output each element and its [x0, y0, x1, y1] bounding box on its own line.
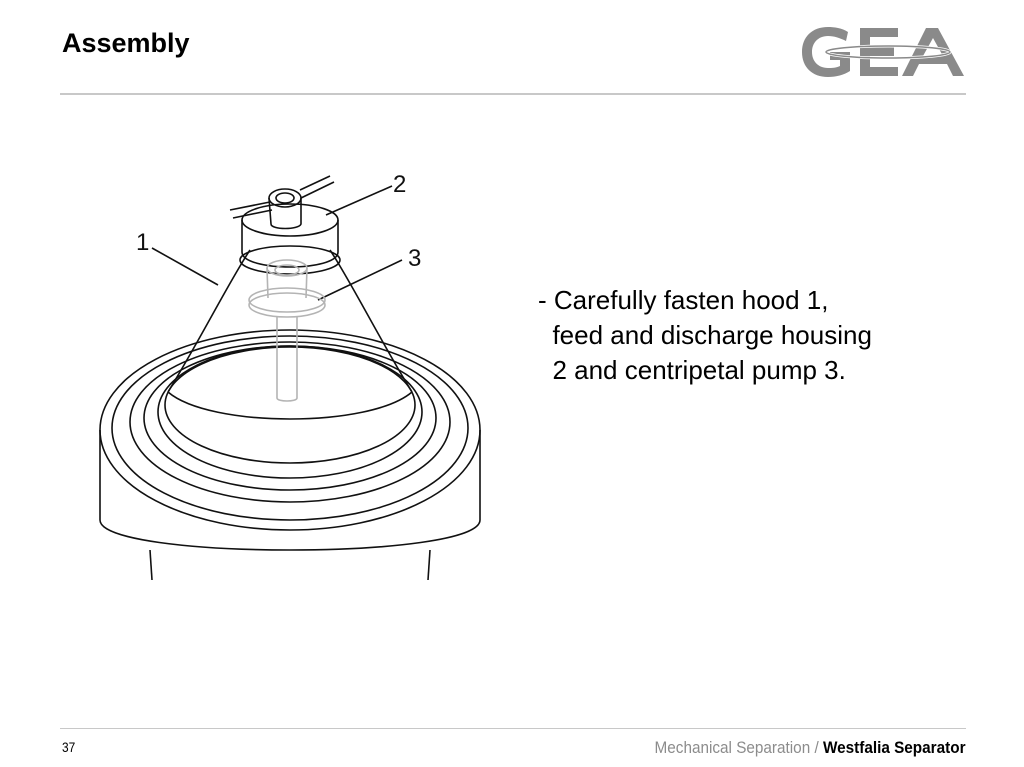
instruction-text: - Carefully fasten hood 1, feed and disc…	[538, 283, 872, 388]
instruction-line: - Carefully fasten hood 1,	[538, 285, 829, 315]
footer-product: Westfalia Separator	[823, 738, 966, 757]
separator-assembly-illustration: 1 2 3	[99, 171, 481, 580]
callout-2: 2	[393, 171, 406, 198]
gea-logo-icon	[802, 27, 964, 77]
instruction-line: feed and discharge housing	[538, 320, 872, 350]
footer-text: Mechanical Separation / Westfalia Separa…	[655, 738, 966, 758]
slide-title: Assembly	[62, 28, 190, 58]
page-number: 37	[62, 739, 76, 755]
instruction-line: 2 and centripetal pump 3.	[538, 355, 846, 385]
callout-1: 1	[136, 229, 149, 256]
callout-3: 3	[408, 245, 421, 272]
footer-divider	[60, 728, 966, 729]
header-divider	[60, 93, 966, 95]
footer-section: Mechanical Separation /	[655, 738, 824, 757]
